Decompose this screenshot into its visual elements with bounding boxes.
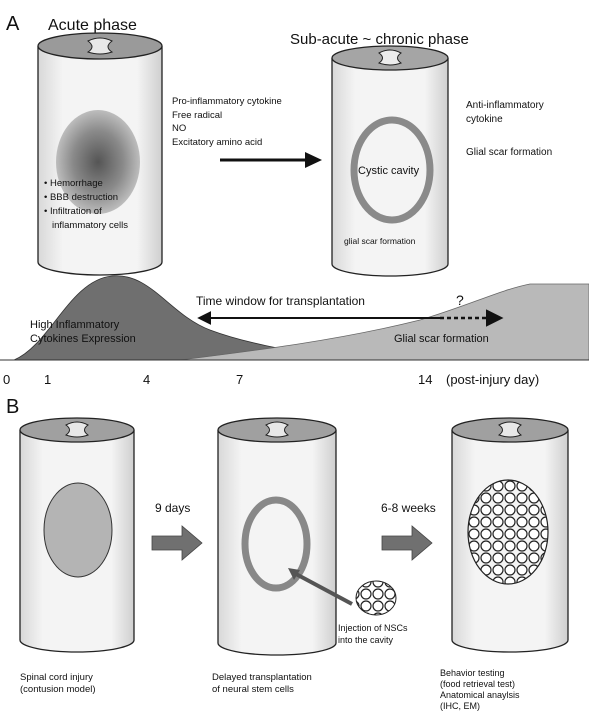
nine-days-arrow — [152, 526, 202, 560]
phase-transition-arrow — [220, 152, 322, 168]
glial-scar-right-label: Glial scar formation — [466, 147, 552, 158]
bullet-bbb: • BBB destruction — [44, 192, 118, 203]
mediator-free-radical: Free radical — [172, 110, 222, 121]
acute-phase-title: Acute phase — [48, 17, 137, 34]
injection-label-2: into the cavity — [338, 635, 394, 645]
tick-0: 0 — [3, 372, 10, 387]
weeks-arrow — [382, 526, 432, 560]
injury-cylinder — [20, 418, 134, 652]
inflammation-label-1: High Inflammatory — [30, 319, 120, 331]
tick-4: 4 — [143, 372, 150, 387]
tick-14: 14 — [418, 372, 432, 387]
acute-spinal-cord-cylinder — [38, 33, 162, 275]
mediator-no: NO — [172, 123, 186, 134]
mediator-cytokine: Pro-inflammatory cytokine — [172, 96, 282, 107]
glial-scar-inside-label: glial scar formation — [344, 236, 416, 246]
panel-a-label: A — [6, 13, 20, 35]
transplant-cylinder — [218, 418, 336, 655]
cytokine-label: cytokine — [466, 114, 503, 125]
caption-analysis-3: Anatomical anaylsis — [440, 690, 520, 700]
bullet-infiltration: • Infiltration of — [44, 206, 102, 217]
contusion-lesion — [44, 483, 112, 577]
tick-1: 1 — [44, 372, 51, 387]
nine-days-label: 9 days — [155, 501, 190, 515]
caption-analysis-4: (IHC, EM) — [440, 701, 480, 711]
analysis-cylinder — [452, 418, 568, 652]
weeks-label: 6-8 weeks — [381, 501, 436, 515]
caption-transplant-1: Delayed transplantation — [212, 672, 312, 683]
tick-7: 7 — [236, 372, 243, 387]
panel-b-label: B — [6, 396, 19, 418]
glial-curve-label: Glial scar formation — [394, 333, 489, 345]
cystic-cavity-label: Cystic cavity — [358, 165, 420, 177]
chronic-phase-title: Sub-acute ~ chronic phase — [290, 31, 469, 48]
time-course-graph — [0, 276, 589, 360]
inflammation-label-2: Cytokines Expression — [30, 333, 136, 345]
chronic-mediators: Anti-inflammatory cytokine Glial scar fo… — [466, 100, 552, 158]
nsc-cluster — [356, 581, 396, 615]
mediator-amino-acid: Excitatory amino acid — [172, 137, 262, 148]
caption-transplant-2: of neural stem cells — [212, 684, 294, 695]
day-ticks: 0 1 4 7 14 — [3, 372, 432, 387]
caption-analysis-2: (food retrieval test) — [440, 679, 515, 689]
time-window-label: Time window for transplantation — [196, 294, 365, 308]
axis-unit-label: (post-injury day) — [446, 372, 539, 387]
caption-analysis-1: Behavior testing — [440, 668, 505, 678]
caption-transplant: Delayed transplantation of neural stem c… — [212, 672, 312, 695]
caption-injury-2: (contusion model) — [20, 684, 96, 695]
mediator-list: Pro-inflammatory cytokine Free radical N… — [172, 96, 282, 148]
injection-label-1: Injection of NSCs — [338, 623, 408, 633]
bullet-infiltration-2: inflammatory cells — [52, 220, 128, 231]
caption-injury-1: Spinal cord injury — [20, 672, 93, 683]
anti-inflammatory-label: Anti-inflammatory — [466, 100, 544, 111]
engrafted-cells — [468, 480, 548, 584]
bullet-hemorrhage: • Hemorrhage — [44, 178, 103, 189]
question-mark: ? — [456, 292, 464, 308]
caption-injury: Spinal cord injury (contusion model) — [20, 672, 96, 695]
caption-analysis: Behavior testing (food retrieval test) A… — [440, 668, 520, 711]
